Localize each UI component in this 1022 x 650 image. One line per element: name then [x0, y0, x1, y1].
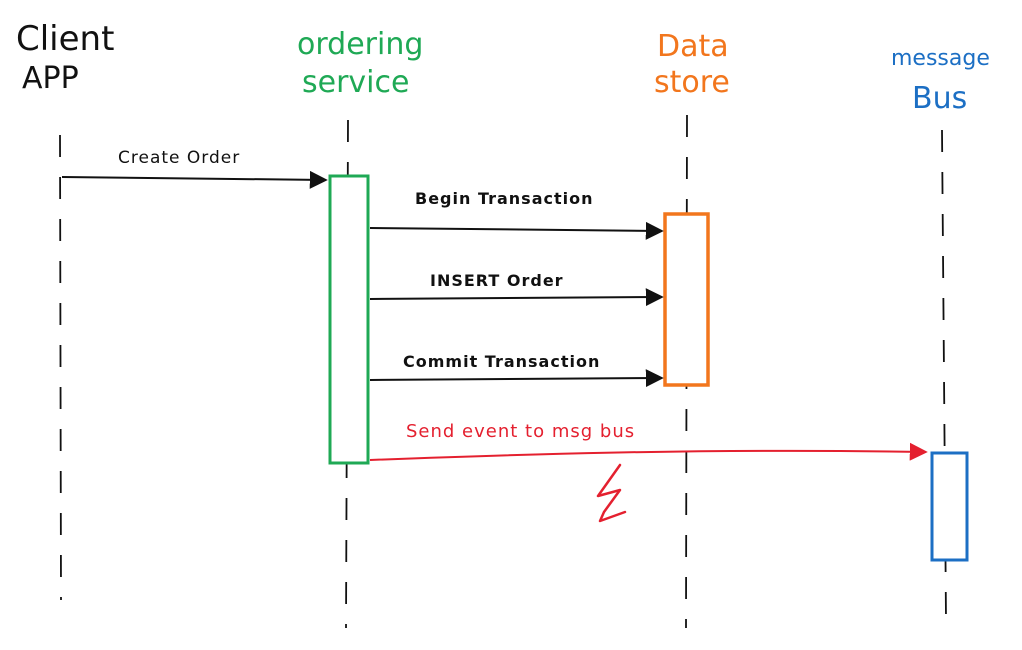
arrow-create-order [61, 170, 328, 189]
message-begin-transaction: Begin Transaction [369, 189, 664, 240]
participant-datastore-line2: store [654, 65, 730, 100]
arrow-commit-transaction [369, 369, 664, 388]
activation-message-bus [930, 451, 969, 562]
participant-message-bus: message Bus [891, 46, 990, 116]
participant-datastore-line1: Data [657, 29, 729, 64]
label-send-event: Send event to msg bus [406, 421, 635, 442]
message-insert-order: INSERT Order [369, 271, 664, 307]
participant-client-name: Client [16, 19, 114, 59]
label-begin-transaction: Begin Transaction [415, 189, 594, 208]
participant-ordering-line2: service [302, 65, 409, 100]
message-create-order: Create Order [61, 148, 328, 189]
arrow-insert-order [369, 288, 664, 307]
lifeline-client [59, 134, 62, 601]
participant-client-type: APP [22, 61, 79, 96]
participant-ordering-line1: ordering [297, 27, 423, 62]
participant-ordering-service: ordering service [297, 27, 423, 100]
lightning-bolt-icon [596, 463, 627, 523]
message-commit-transaction: Commit Transaction [369, 352, 664, 388]
label-insert-order: INSERT Order [430, 271, 564, 290]
activation-ordering-service [328, 174, 370, 465]
participant-client: Client APP [16, 19, 114, 96]
participant-bus-line1: message [891, 46, 990, 71]
activation-data-store [663, 212, 710, 387]
arrow-begin-transaction [369, 221, 664, 240]
label-commit-transaction: Commit Transaction [403, 352, 600, 371]
arrow-send-event [369, 442, 928, 461]
label-create-order: Create Order [118, 148, 240, 168]
message-send-event: Send event to msg bus [369, 421, 928, 461]
participant-bus-line2: Bus [912, 81, 967, 116]
participant-data-store: Data store [654, 29, 730, 100]
